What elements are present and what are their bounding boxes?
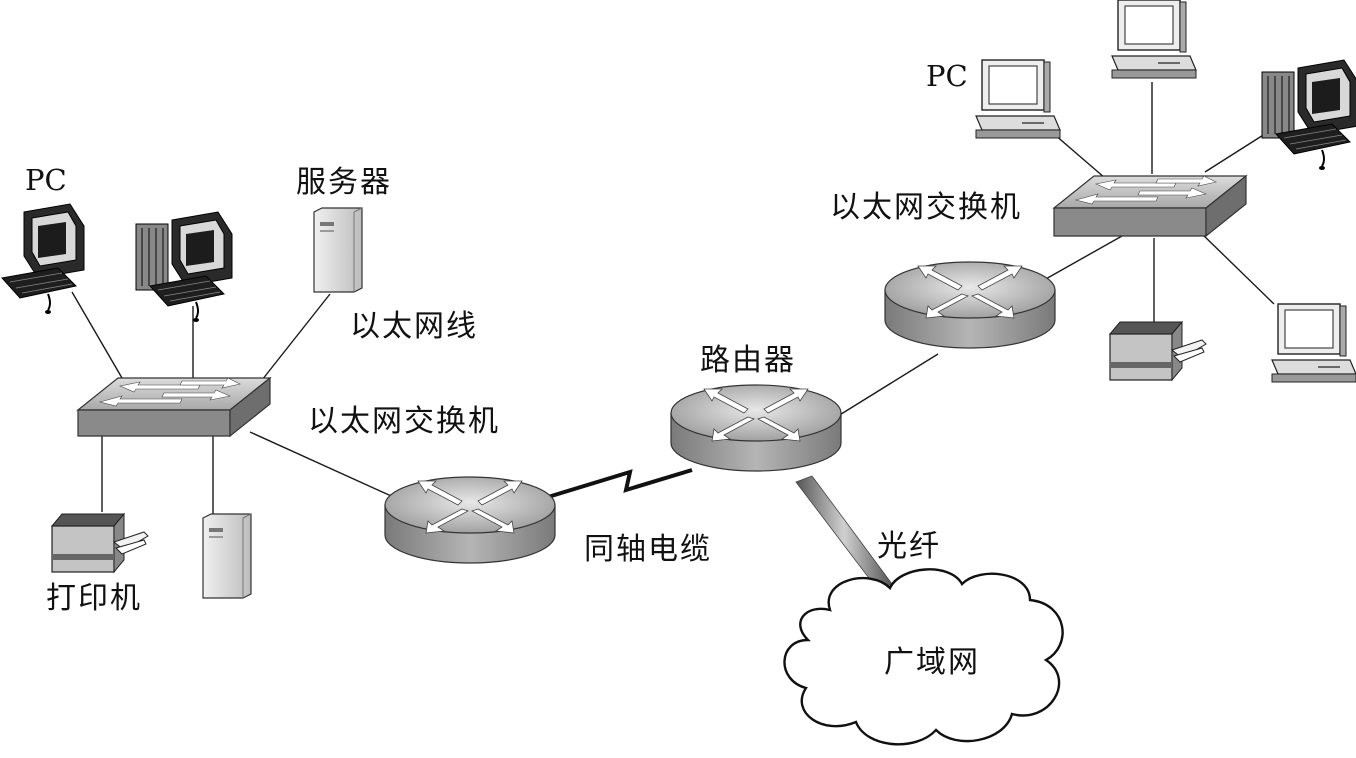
ethernet-cable-label: 以太网线: [350, 309, 478, 344]
pc-right-icon: [975, 59, 1061, 139]
wan-cloud-icon: [783, 568, 1064, 746]
link-router-center-router-right: [837, 353, 939, 417]
pc-left-icon: [1, 203, 85, 315]
switch-right-label: 以太网交换机: [830, 190, 1022, 225]
link-switch-left-router-left: [249, 431, 401, 501]
server-bottom-icon: [202, 513, 252, 599]
pc-right-label: PC: [926, 59, 968, 93]
pc-left-label: PC: [25, 163, 67, 197]
link-switch-right-monitor-right: [1199, 231, 1275, 305]
server-label: 服务器: [296, 165, 392, 200]
router-label: 路由器: [700, 343, 796, 378]
coax-cable-link: [547, 468, 693, 499]
link-workstation-right-switch-right: [1204, 131, 1269, 173]
switch-arrows-icon: [1074, 175, 1217, 205]
router-left: [384, 476, 556, 564]
router-center: [670, 384, 842, 472]
monitor-right-icon: [1271, 303, 1356, 383]
workstation-left-icon: [136, 212, 232, 322]
link-router-right-switch-right: [1043, 235, 1123, 281]
switch-arrows-icon: [98, 377, 241, 407]
ethernet-switch-right: [1052, 174, 1248, 238]
link-server-switch-left: [261, 293, 331, 381]
coax-cable-label: 同轴电缆: [584, 532, 712, 567]
link-pc-switch-left: [71, 291, 123, 379]
printer-left-icon: [51, 513, 149, 573]
connection-lines: [71, 82, 1275, 516]
printer-right-icon: [1109, 321, 1207, 381]
server-top-icon: [313, 207, 363, 293]
workstation-right-icon: [1262, 60, 1356, 170]
fiber-label: 光纤: [877, 529, 941, 564]
monitor-top-icon: [1111, 0, 1197, 79]
ethernet-switch-left: [76, 376, 272, 438]
router-right: [884, 261, 1056, 349]
printer-label: 打印机: [46, 581, 142, 616]
wan-label: 广域网: [884, 645, 980, 680]
switch-left-label: 以太网交换机: [308, 404, 500, 439]
